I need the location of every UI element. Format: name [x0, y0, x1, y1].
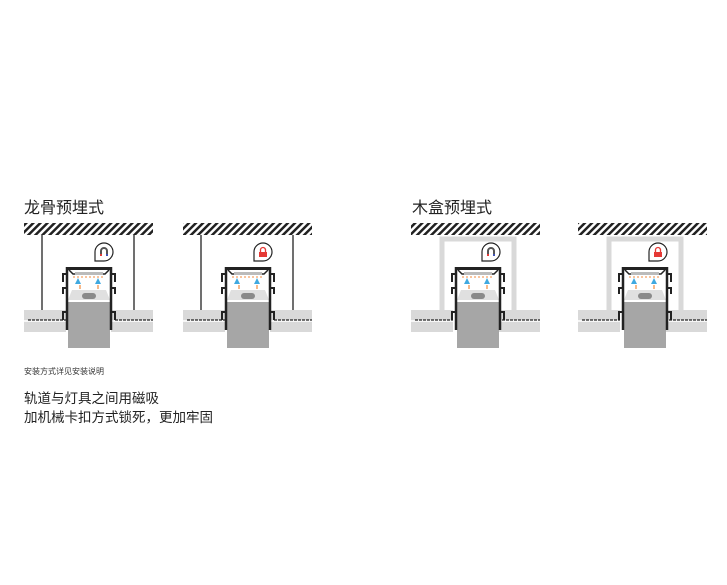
magnet-icon: [481, 242, 501, 262]
install-note: 安装方式详见安装说明: [24, 367, 104, 376]
wood-box: [606, 236, 684, 312]
lock-icon: [253, 242, 273, 262]
ceiling-hatch: [578, 223, 707, 235]
lock-icon: [648, 242, 668, 262]
description-line-2: 加机械卡扣方式锁死，更加牢固: [24, 410, 213, 426]
ceiling-hatch: [411, 223, 540, 235]
section-title-keel: 龙骨预埋式: [24, 198, 105, 217]
description: 轨道与灯具之间用磁吸 加机械卡扣方式锁死，更加牢固: [24, 390, 213, 428]
description-line-1: 轨道与灯具之间用磁吸: [24, 391, 159, 407]
diagram-woodbox-magnet: [410, 223, 541, 350]
ceiling-hatch: [24, 223, 153, 235]
diagram-woodbox-lock: [577, 223, 708, 350]
wood-box: [439, 236, 517, 312]
ceiling-hatch: [183, 223, 312, 235]
magnet-icon: [94, 242, 114, 262]
diagram-keel-magnet: [23, 223, 154, 350]
section-title-woodbox: 木盒预埋式: [412, 198, 493, 217]
diagram-keel-lock: [182, 223, 313, 350]
